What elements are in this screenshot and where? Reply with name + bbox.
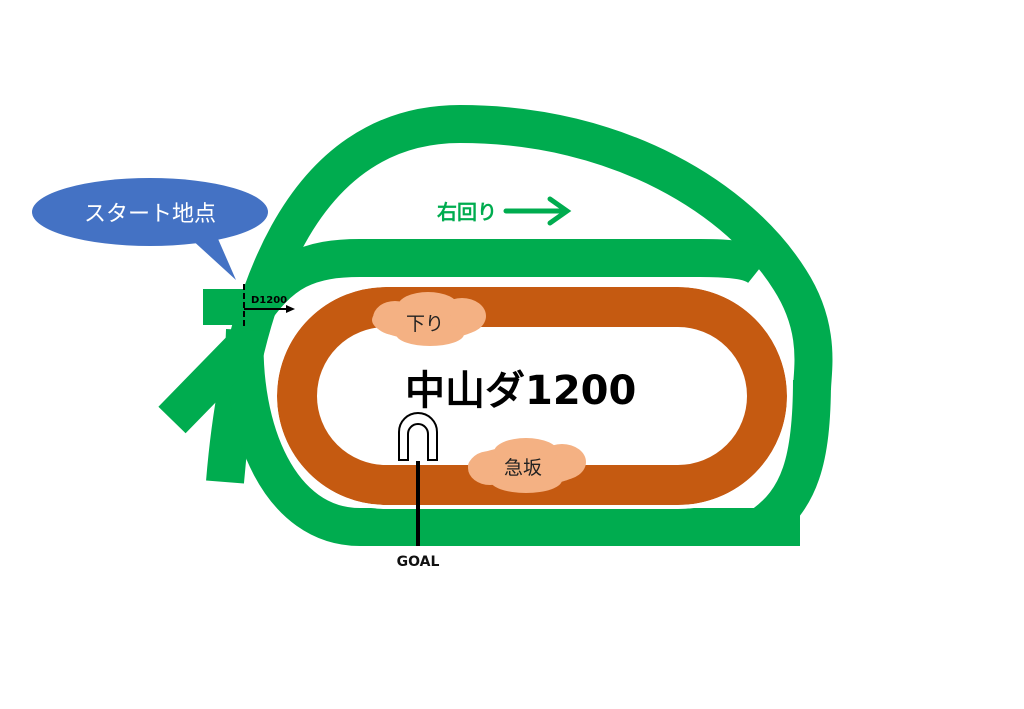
turf-track [158, 104, 833, 546]
start-arrow-icon [244, 305, 295, 313]
direction-arrow-icon [503, 196, 572, 226]
steep-slope-cloud: 急坂 [468, 438, 586, 493]
course-title: 中山ダ1200 [405, 368, 636, 414]
goal-gate-icon [398, 412, 438, 461]
start-marker-label: D1200 [251, 295, 287, 306]
track-rail [273, 283, 791, 509]
turf-chute-diagonal [158, 326, 264, 434]
downhill-cloud: 下り [372, 292, 486, 346]
steep-slope-label: 急坂 [504, 457, 542, 479]
start-callout-label: スタート地点 [84, 202, 216, 227]
direction-label: 右回り [437, 200, 497, 224]
downhill-label: 下り [406, 313, 444, 335]
goal-label: GOAL [397, 554, 440, 570]
start-callout: スタート地点 [32, 178, 268, 280]
turf-inner-straight [233, 239, 772, 329]
